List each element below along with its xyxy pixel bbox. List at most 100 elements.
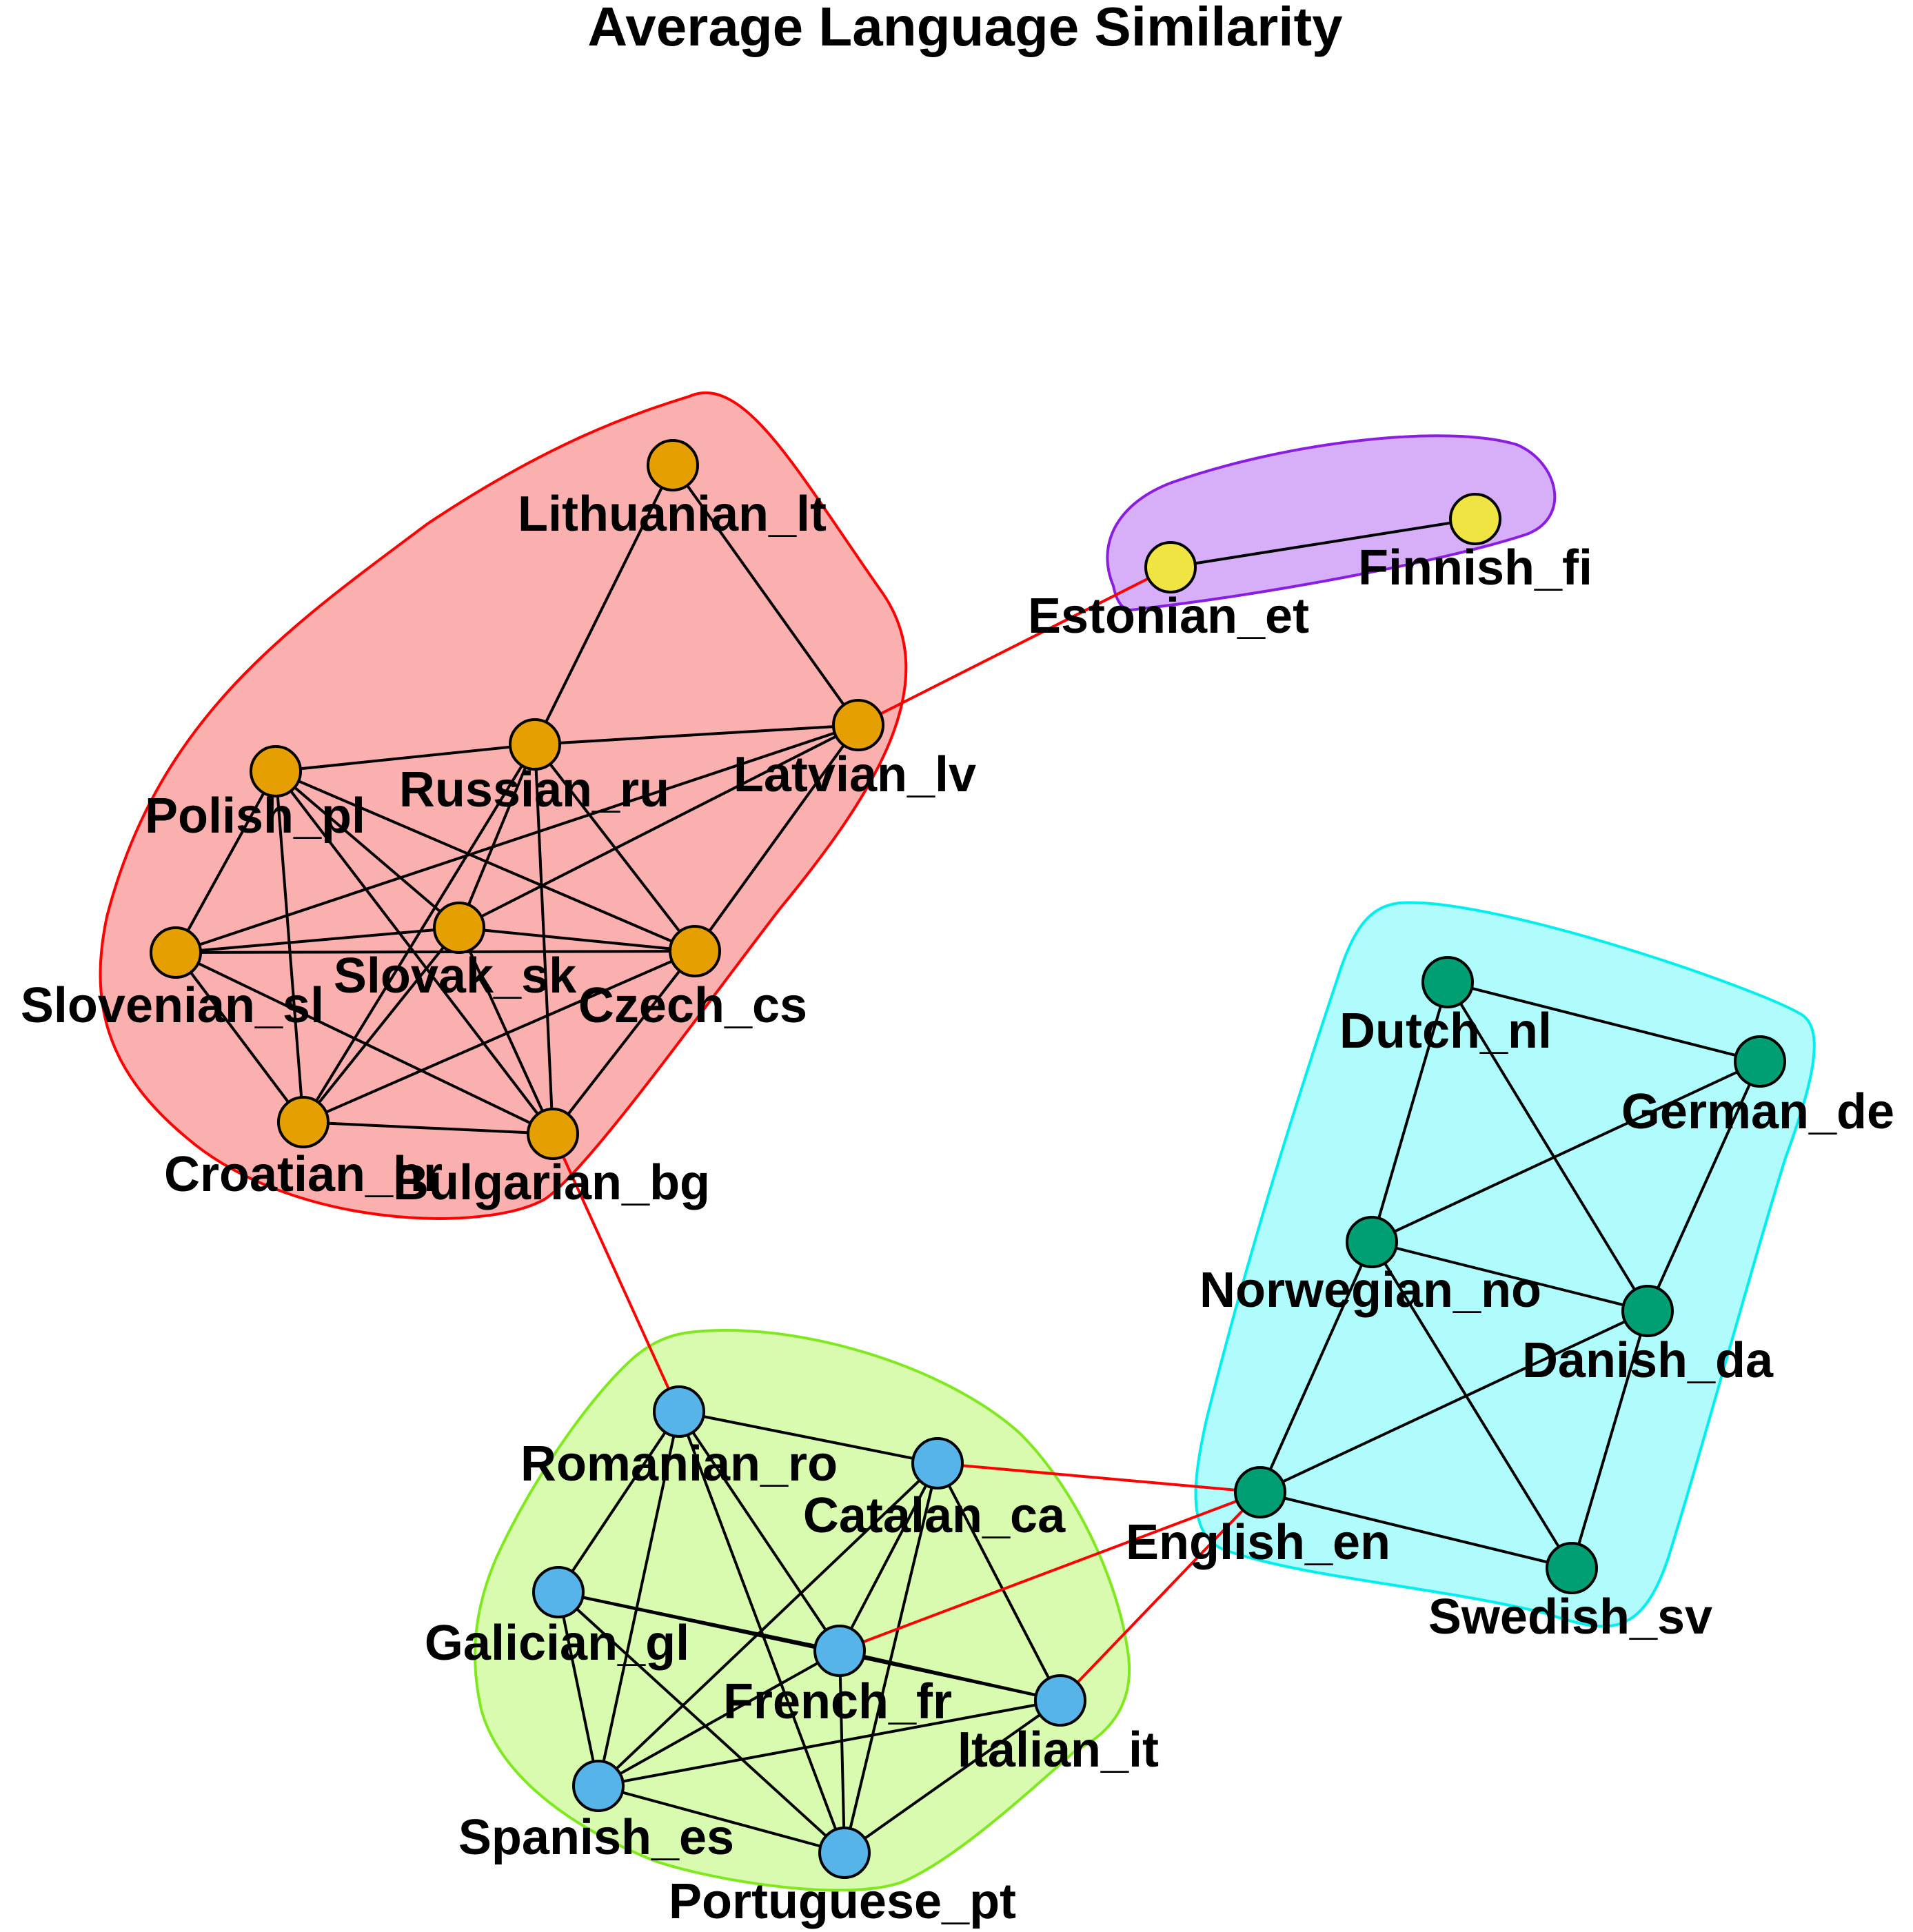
intra-edge-ru-bg <box>534 744 554 1135</box>
inter-cluster-edges <box>551 566 1262 1702</box>
intra-edge-cs-bg <box>551 950 696 1135</box>
node-lv <box>832 699 884 751</box>
node-sv <box>1546 1542 1598 1594</box>
node-hr <box>277 1096 330 1148</box>
node-de <box>1734 1035 1786 1088</box>
intra-edge-ru-hr <box>302 743 536 1123</box>
intra-edge-nl-da <box>1446 981 1649 1312</box>
intra-edge-lt-lv <box>671 464 860 726</box>
inter-edge-bg-ro <box>551 1133 680 1412</box>
node-label-pl: Polish_pl <box>145 789 365 844</box>
node-label-hr: Croatian_hr <box>164 1147 443 1202</box>
graph-title: Average Language Similarity <box>587 0 1343 57</box>
node-fr <box>813 1625 866 1677</box>
intra-edge-nl-de <box>1447 981 1761 1063</box>
cluster-hull-finnic <box>1106 434 1557 612</box>
intra-edge-sl-cs <box>175 950 696 954</box>
node-label-fr: French_fr <box>723 1674 952 1729</box>
node-label-sv: Swedish_sv <box>1428 1589 1712 1645</box>
node-label-de: German_de <box>1621 1084 1894 1139</box>
node-ru <box>509 718 561 771</box>
intra-edge-it-es <box>598 1699 1061 1787</box>
intra-edge-et-fi <box>1170 518 1476 569</box>
intra-edge-sk-cs <box>458 926 696 953</box>
intra-edge-no-sv <box>1370 1241 1573 1569</box>
intra-edge-fr-es <box>598 1649 840 1787</box>
language-nodes <box>150 439 1786 1879</box>
inter-edge-fr-en <box>839 1491 1261 1652</box>
intra-edge-no-da <box>1371 1241 1648 1312</box>
inter-edge-it-en <box>1059 1491 1262 1702</box>
intra-edge-pl-ru <box>275 743 536 773</box>
intra-edge-fr-it <box>839 1649 1061 1702</box>
intra-edge-it-pt <box>843 1699 1062 1854</box>
intra-edge-nl-no <box>1370 982 1449 1243</box>
node-label-pt: Portuguese_pt <box>669 1874 1016 1929</box>
node-label-ca: Catalan_ca <box>803 1488 1066 1543</box>
node-label-no: Norwegian_no <box>1200 1263 1541 1318</box>
intra-edge-ro-ca <box>678 1410 938 1465</box>
intra-edge-ru-sk <box>458 744 536 928</box>
intra-edge-fr-pt <box>838 1650 846 1853</box>
intra-edge-no-en <box>1259 1241 1373 1493</box>
node-label-en: English_en <box>1126 1515 1390 1570</box>
node-sl <box>150 926 202 979</box>
node-label-et: Estonian_et <box>1028 589 1309 644</box>
node-ro <box>653 1385 705 1438</box>
inter-edge-lv-et <box>858 566 1171 726</box>
node-pt <box>818 1827 871 1879</box>
intra-edge-sk-hr <box>302 926 460 1123</box>
node-label-lt: Lithuanian_lt <box>518 487 827 542</box>
node-nl <box>1421 956 1474 1008</box>
intra-edge-de-da <box>1646 1061 1761 1312</box>
node-label-ro: Romanian_ro <box>520 1436 838 1492</box>
intra-edge-pl-sl <box>174 771 277 953</box>
node-label-bg: Bulgarian_bg <box>393 1155 710 1210</box>
intra-edge-da-sv <box>1570 1310 1649 1569</box>
node-label-sk: Slovak_sk <box>334 948 577 1004</box>
node-bg <box>527 1108 579 1160</box>
intra-cluster-edges <box>174 464 1761 1854</box>
intra-edge-gl-es <box>557 1592 600 1787</box>
node-no <box>1346 1216 1398 1268</box>
node-label-da: Danish_da <box>1522 1333 1774 1388</box>
node-label-cs: Czech_cs <box>578 978 807 1033</box>
intra-edge-pl-hr <box>274 771 305 1123</box>
node-ca <box>911 1437 964 1489</box>
node-lt <box>647 439 699 491</box>
intra-edge-sl-sk <box>175 926 460 954</box>
intra-edge-sl-bg <box>175 951 554 1135</box>
intra-edge-lv-sk <box>458 724 859 929</box>
intra-edge-ca-pt <box>843 1463 939 1853</box>
intra-edge-lv-sl <box>175 724 859 954</box>
intra-edge-gl-pt <box>557 1591 846 1854</box>
node-label-sl: Slovenian_sl <box>21 978 324 1033</box>
node-label-it: Italian_it <box>958 1722 1159 1778</box>
node-label-lv: Latvian_lv <box>733 747 976 802</box>
intra-edge-ca-es <box>597 1462 939 1787</box>
cluster-hulls <box>99 391 1816 1892</box>
node-cs <box>669 925 721 977</box>
intra-edge-ro-es <box>597 1411 680 1787</box>
inter-edge-ca-en <box>937 1462 1261 1494</box>
node-label-fi: Finnish_fi <box>1358 540 1592 596</box>
node-es <box>572 1760 625 1812</box>
intra-edge-ro-fr <box>678 1410 841 1652</box>
intra-edge-cs-hr <box>303 950 696 1123</box>
node-label-ru: Russian_ru <box>399 762 669 817</box>
intra-edge-hr-bg <box>303 1121 554 1135</box>
intra-edge-sk-bg <box>458 927 554 1135</box>
node-gl <box>532 1566 585 1618</box>
intra-edge-en-sv <box>1259 1491 1572 1569</box>
node-en <box>1234 1466 1286 1518</box>
node-sk <box>433 902 485 954</box>
node-da <box>1621 1285 1674 1337</box>
intra-edge-es-pt <box>598 1784 845 1854</box>
intra-edge-lt-ru <box>534 465 674 745</box>
node-label-nl: Dutch_nl <box>1339 1004 1552 1059</box>
intra-edge-ca-fr <box>838 1463 939 1651</box>
intra-edge-ro-gl <box>557 1410 680 1594</box>
node-label-es: Spanish_es <box>458 1810 734 1865</box>
